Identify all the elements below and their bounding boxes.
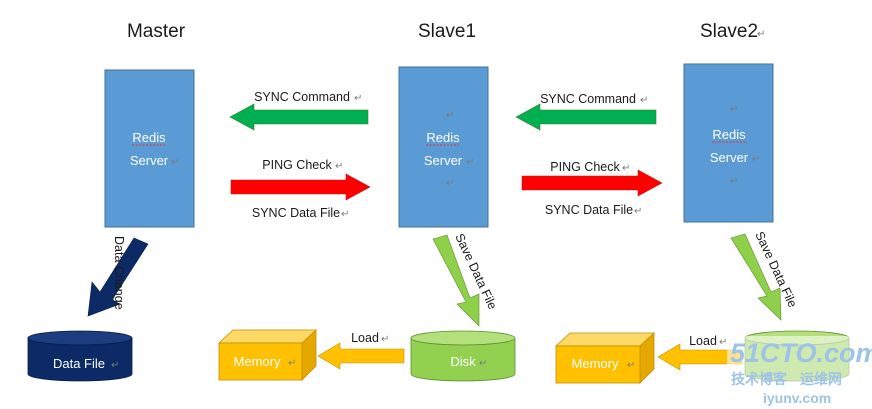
slave1-server-box	[398, 66, 489, 228]
slave1-title: Slave1	[418, 21, 476, 42]
watermark-line1: 51CTO.com	[730, 338, 872, 368]
disk-cylinder-top	[410, 330, 516, 346]
watermark-line4: iyunv.com	[763, 390, 831, 406]
disk-cylinder	[410, 337, 516, 382]
save-data-file-arrow	[730, 233, 782, 321]
master-server-box	[104, 69, 195, 228]
master-title: Master	[127, 21, 186, 42]
paragraph-mark: ↵	[622, 163, 630, 174]
paragraph-mark: ↵	[354, 93, 362, 104]
sync-command-label: SYNC Command	[540, 92, 636, 106]
save-data-file-arrow	[432, 234, 480, 327]
data-change-label: Data Change	[112, 236, 126, 310]
paragraph-mark: ↵	[341, 209, 349, 220]
paragraph-mark: ↵	[171, 157, 179, 168]
watermark-line2: 技术博客	[731, 371, 788, 387]
paragraph-mark: ↵	[634, 206, 642, 217]
slave2-server-box	[683, 63, 774, 223]
load-arrow	[317, 342, 405, 370]
paragraph-mark: ↵	[730, 104, 738, 115]
paragraph-mark: ↵	[757, 29, 765, 40]
sync-data-file-label: SYNC Data File	[252, 206, 340, 220]
memory-1-cube-front	[218, 342, 303, 381]
watermark: 51CTO.com 技术博客 运维网 iyunv.com	[727, 336, 872, 409]
paragraph-mark: ↵	[640, 95, 648, 106]
sync-data-file-label: SYNC Data File	[545, 203, 633, 217]
load-label: Load	[689, 334, 717, 348]
watermark-line3: 运维网	[800, 371, 842, 387]
data-file-cylinder	[27, 337, 133, 382]
load-label: Load	[351, 331, 379, 345]
memory-2-cube-front	[555, 345, 641, 384]
slave1-server-label-line2: Server	[424, 153, 463, 168]
master-server-label-line1: Redis	[132, 130, 166, 145]
data-file-label: Data File	[53, 356, 105, 371]
paragraph-mark: ↵	[381, 334, 389, 345]
paragraph-mark: ↵	[335, 161, 343, 172]
ping-check-label: PING Check	[262, 158, 332, 172]
memory-1-label: Memory	[234, 354, 281, 369]
slave1-server-label-line1: Redis	[426, 130, 460, 145]
ping-check-arrow	[230, 173, 371, 201]
ping-check-label: PING Check	[550, 160, 620, 174]
sync-command-label: SYNC Command	[254, 90, 350, 104]
paragraph-mark: ↵	[288, 358, 296, 369]
paragraph-mark: ↵	[446, 178, 454, 189]
slave2-title: Slave2	[700, 21, 758, 42]
paragraph-mark: ↵	[466, 157, 474, 168]
paragraph-mark: ↵	[446, 110, 454, 121]
data-file-cylinder-top	[27, 330, 133, 346]
paragraph-mark: ↵	[752, 154, 760, 165]
paragraph-mark: ↵	[479, 358, 487, 369]
paragraph-mark: ↵	[627, 360, 635, 371]
watermark-backdrop	[727, 336, 872, 409]
slave2-server-label-line1: Redis	[712, 127, 746, 142]
data-change-arrow	[87, 237, 149, 317]
sync-command-arrow	[229, 103, 369, 131]
ping-check-arrow	[521, 169, 663, 197]
memory-1-cube-top	[217, 329, 318, 344]
sync-command-arrow	[515, 103, 657, 131]
memory-2-cube-top	[554, 332, 656, 347]
master-server-label-line2: Server	[130, 153, 169, 168]
slave2-server-label-line2: Server	[710, 150, 749, 165]
paragraph-mark: ↵	[111, 360, 119, 371]
paragraph-mark: ↵	[730, 176, 738, 187]
paragraph-mark: ↵	[719, 337, 727, 348]
memory-2-label: Memory	[572, 356, 619, 371]
disk-label: Disk	[450, 354, 476, 369]
